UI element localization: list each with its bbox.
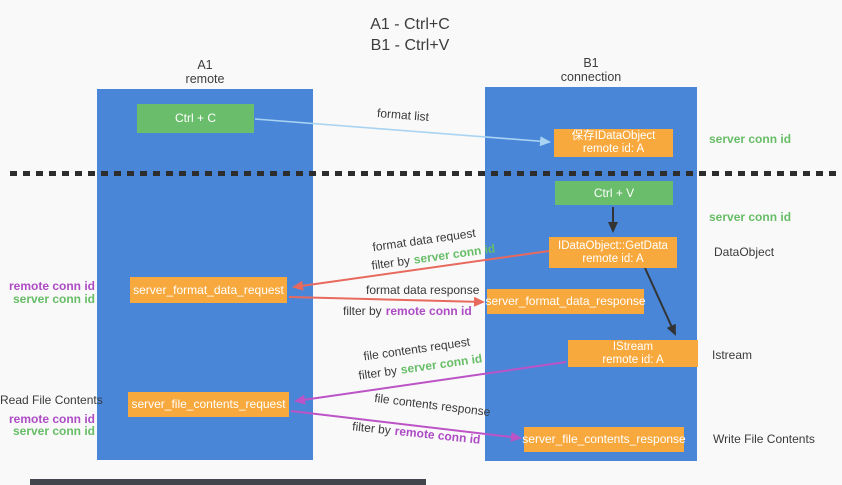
node-idataobject-getdata-line1: IDataObject::GetData [558,239,668,252]
node-server-format-data-request-label: server_format_data_request [133,282,284,297]
diagram-title-line2: B1 - Ctrl+V [370,37,450,54]
diagram-title-line1: A1 - Ctrl+C [370,16,450,33]
filter-by-text: filter by [351,419,392,438]
annotation-read-file-contents: Read File Contents [0,393,103,407]
node-ctrl-c-label: Ctrl + C [174,111,216,125]
machine-boundary-divider [10,171,836,176]
node-ctrl-c: Ctrl + C [137,104,254,133]
node-istream: IStream remote id: A [568,340,698,367]
node-server-format-data-response-label: server_format_data_response [485,294,646,308]
node-server-file-contents-request: server_file_contents_request [128,392,289,417]
node-save-idataobject: 保存IDataObject remote id: A [554,129,673,157]
node-istream-line2: remote id: A [602,353,664,366]
node-idataobject-getdata-line2: remote id: A [582,252,644,265]
lane-b-header: B1 connection [485,56,697,84]
annotation-server-conn-id-top: server conn id [709,132,792,146]
lane-b-subtitle: connection [560,70,622,84]
filter-by-text: filter by [357,363,398,383]
remote-conn-id-text: remote conn id [385,304,472,318]
annotation-write-file-contents: Write File Contents [713,432,815,446]
diagram-title: A1 - Ctrl+C B1 - Ctrl+V [0,14,820,56]
lane-b-id: B1 [583,56,599,70]
lane-a-header: A1 remote [97,58,313,86]
bottom-edge-bar [30,479,426,485]
annotation-server-conn-id-1: server conn id [12,292,95,306]
label-format-data-response: format data response [366,283,480,297]
label-format-list: format list [376,105,430,125]
annotation-server-conn-id-2: server conn id [12,424,95,438]
lane-a-id: A1 [197,58,213,72]
node-istream-line1: IStream [612,340,654,353]
node-server-file-contents-request-label: server_file_contents_request [131,397,286,411]
annotation-remote-conn-id-1: remote conn id [8,279,95,293]
annotation-dataobject: DataObject [714,245,775,259]
label-file-contents-response: file contents response [373,390,492,420]
node-ctrl-v-label: Ctrl + V [593,185,635,200]
filter-by-text: filter by [370,253,411,273]
node-save-idataobject-line1: 保存IDataObject [571,130,656,142]
annotation-istream: Istream [712,348,753,362]
node-server-file-contents-response-label: server_file_contents_response [522,432,686,446]
node-ctrl-v: Ctrl + V [555,181,673,205]
arrow-format-data-response [288,296,485,307]
node-server-file-contents-response: server_file_contents_response [522,427,686,452]
annotation-server-conn-id-mid: server conn id [709,210,792,224]
annotation-remote-conn-id-2: remote conn id [8,412,95,426]
node-server-format-data-request: server_format_data_request [130,277,287,303]
lane-a-subtitle: remote [185,72,225,86]
node-save-idataobject-line2: remote id: A [582,143,645,155]
node-idataobject-getdata: IDataObject::GetData remote id: A [549,237,677,268]
filter-by-text: filter by [343,304,382,318]
remote-conn-id-text: remote conn id [394,423,482,447]
node-server-format-data-response: server_format_data_response [485,289,646,314]
